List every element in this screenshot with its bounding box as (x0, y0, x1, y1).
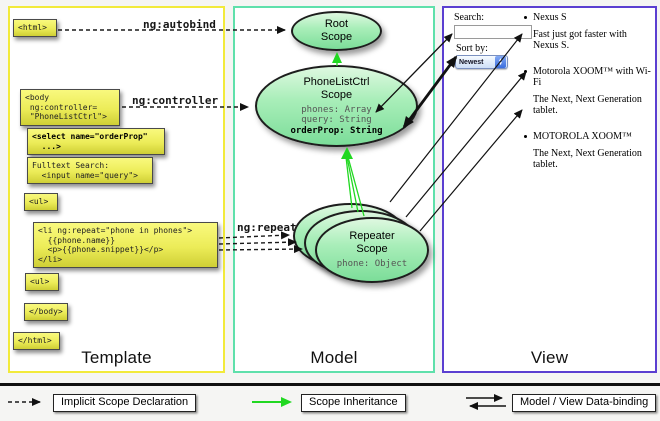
code-box-html-close: </html> (13, 332, 60, 350)
ng-autobind-label: ng:autobind (143, 18, 216, 31)
phone-list-item: Nexus S Fast just got faster with Nexus … (524, 12, 654, 51)
model-column-label: Model (310, 348, 358, 367)
bullet-dot (524, 16, 527, 19)
code-box-li-repeat: <li ng:repeat="phone in phones"> {{phone… (33, 222, 218, 268)
view-column-label: View (530, 348, 569, 367)
code-box-fulltext-search: Fulltext Search: <input name="query"> (27, 157, 153, 184)
phone-desc: The Next, Next Generation tablet. (533, 94, 642, 116)
code-box-ul-open: <ul> (24, 193, 58, 211)
phonelistctrl-scope-ellipse: PhoneListCtrl Scope phones: Array query:… (255, 65, 418, 147)
template-column-label: Template (81, 348, 152, 367)
code-box-html-open: <html> (13, 19, 57, 37)
model-column: Model (233, 6, 435, 373)
phonelistctrl-scope-title: PhoneListCtrl Scope (303, 75, 370, 101)
phone-list-item: Motorola XOOM™ with Wi-Fi The Next, Next… (524, 66, 654, 116)
phonelistctrl-scope-props: phones: Array query: String (301, 104, 372, 126)
legend-divider (0, 383, 660, 386)
phone-list-item: MOTOROLA XOOM™ The Next, Next Generation… (524, 131, 654, 170)
phone-desc: The Next, Next Generation tablet. (533, 148, 642, 170)
bullet-dot (524, 70, 527, 73)
legend-implicit-scope-declaration: Implicit Scope Declaration (53, 394, 197, 412)
code-box-body-open: <body ng:controller= "PhoneListCtrl"> (20, 89, 120, 126)
legend-model-view-data-binding: Model / View Data-binding (512, 394, 657, 412)
code-box-select: <select name="orderProp" ...> (27, 128, 165, 155)
code-box-body-close: </body> (24, 303, 68, 321)
ng-controller-label: ng:controller (132, 94, 219, 107)
phone-result-list: Nexus S Fast just got faster with Nexus … (524, 12, 654, 185)
dropdown-stepper-icon: ▲▼ (495, 56, 506, 68)
repeater-scope-ellipse-front: Repeater Scope phone: Object (315, 217, 429, 283)
repeater-scope-props: phone: Object (336, 259, 408, 270)
sort-dropdown-value: Newest (459, 58, 484, 66)
phonelistctrl-orderprop: orderProp: String (290, 125, 383, 136)
search-label: Search: (454, 12, 484, 23)
legend-scope-inheritance: Scope Inheritance (301, 394, 406, 412)
code-box-ul-close: <ul> (25, 273, 59, 291)
ng-repeat-label: ng:repeat (237, 221, 297, 234)
phone-desc: Fast just got faster with Nexus S. (533, 29, 627, 51)
search-input[interactable] (454, 25, 532, 39)
sort-by-label: Sort by: (456, 43, 488, 54)
sort-dropdown[interactable]: Newest ▲▼ (455, 55, 508, 69)
phone-title: Nexus S (533, 12, 567, 23)
phone-title: MOTOROLA XOOM™ (533, 131, 632, 142)
bullet-dot (524, 135, 527, 138)
repeater-scope-title: Repeater Scope (349, 230, 395, 256)
root-scope-title: Root Scope (320, 18, 353, 43)
phone-title: Motorola XOOM™ with Wi-Fi (533, 66, 651, 88)
root-scope-ellipse: Root Scope (291, 11, 382, 51)
